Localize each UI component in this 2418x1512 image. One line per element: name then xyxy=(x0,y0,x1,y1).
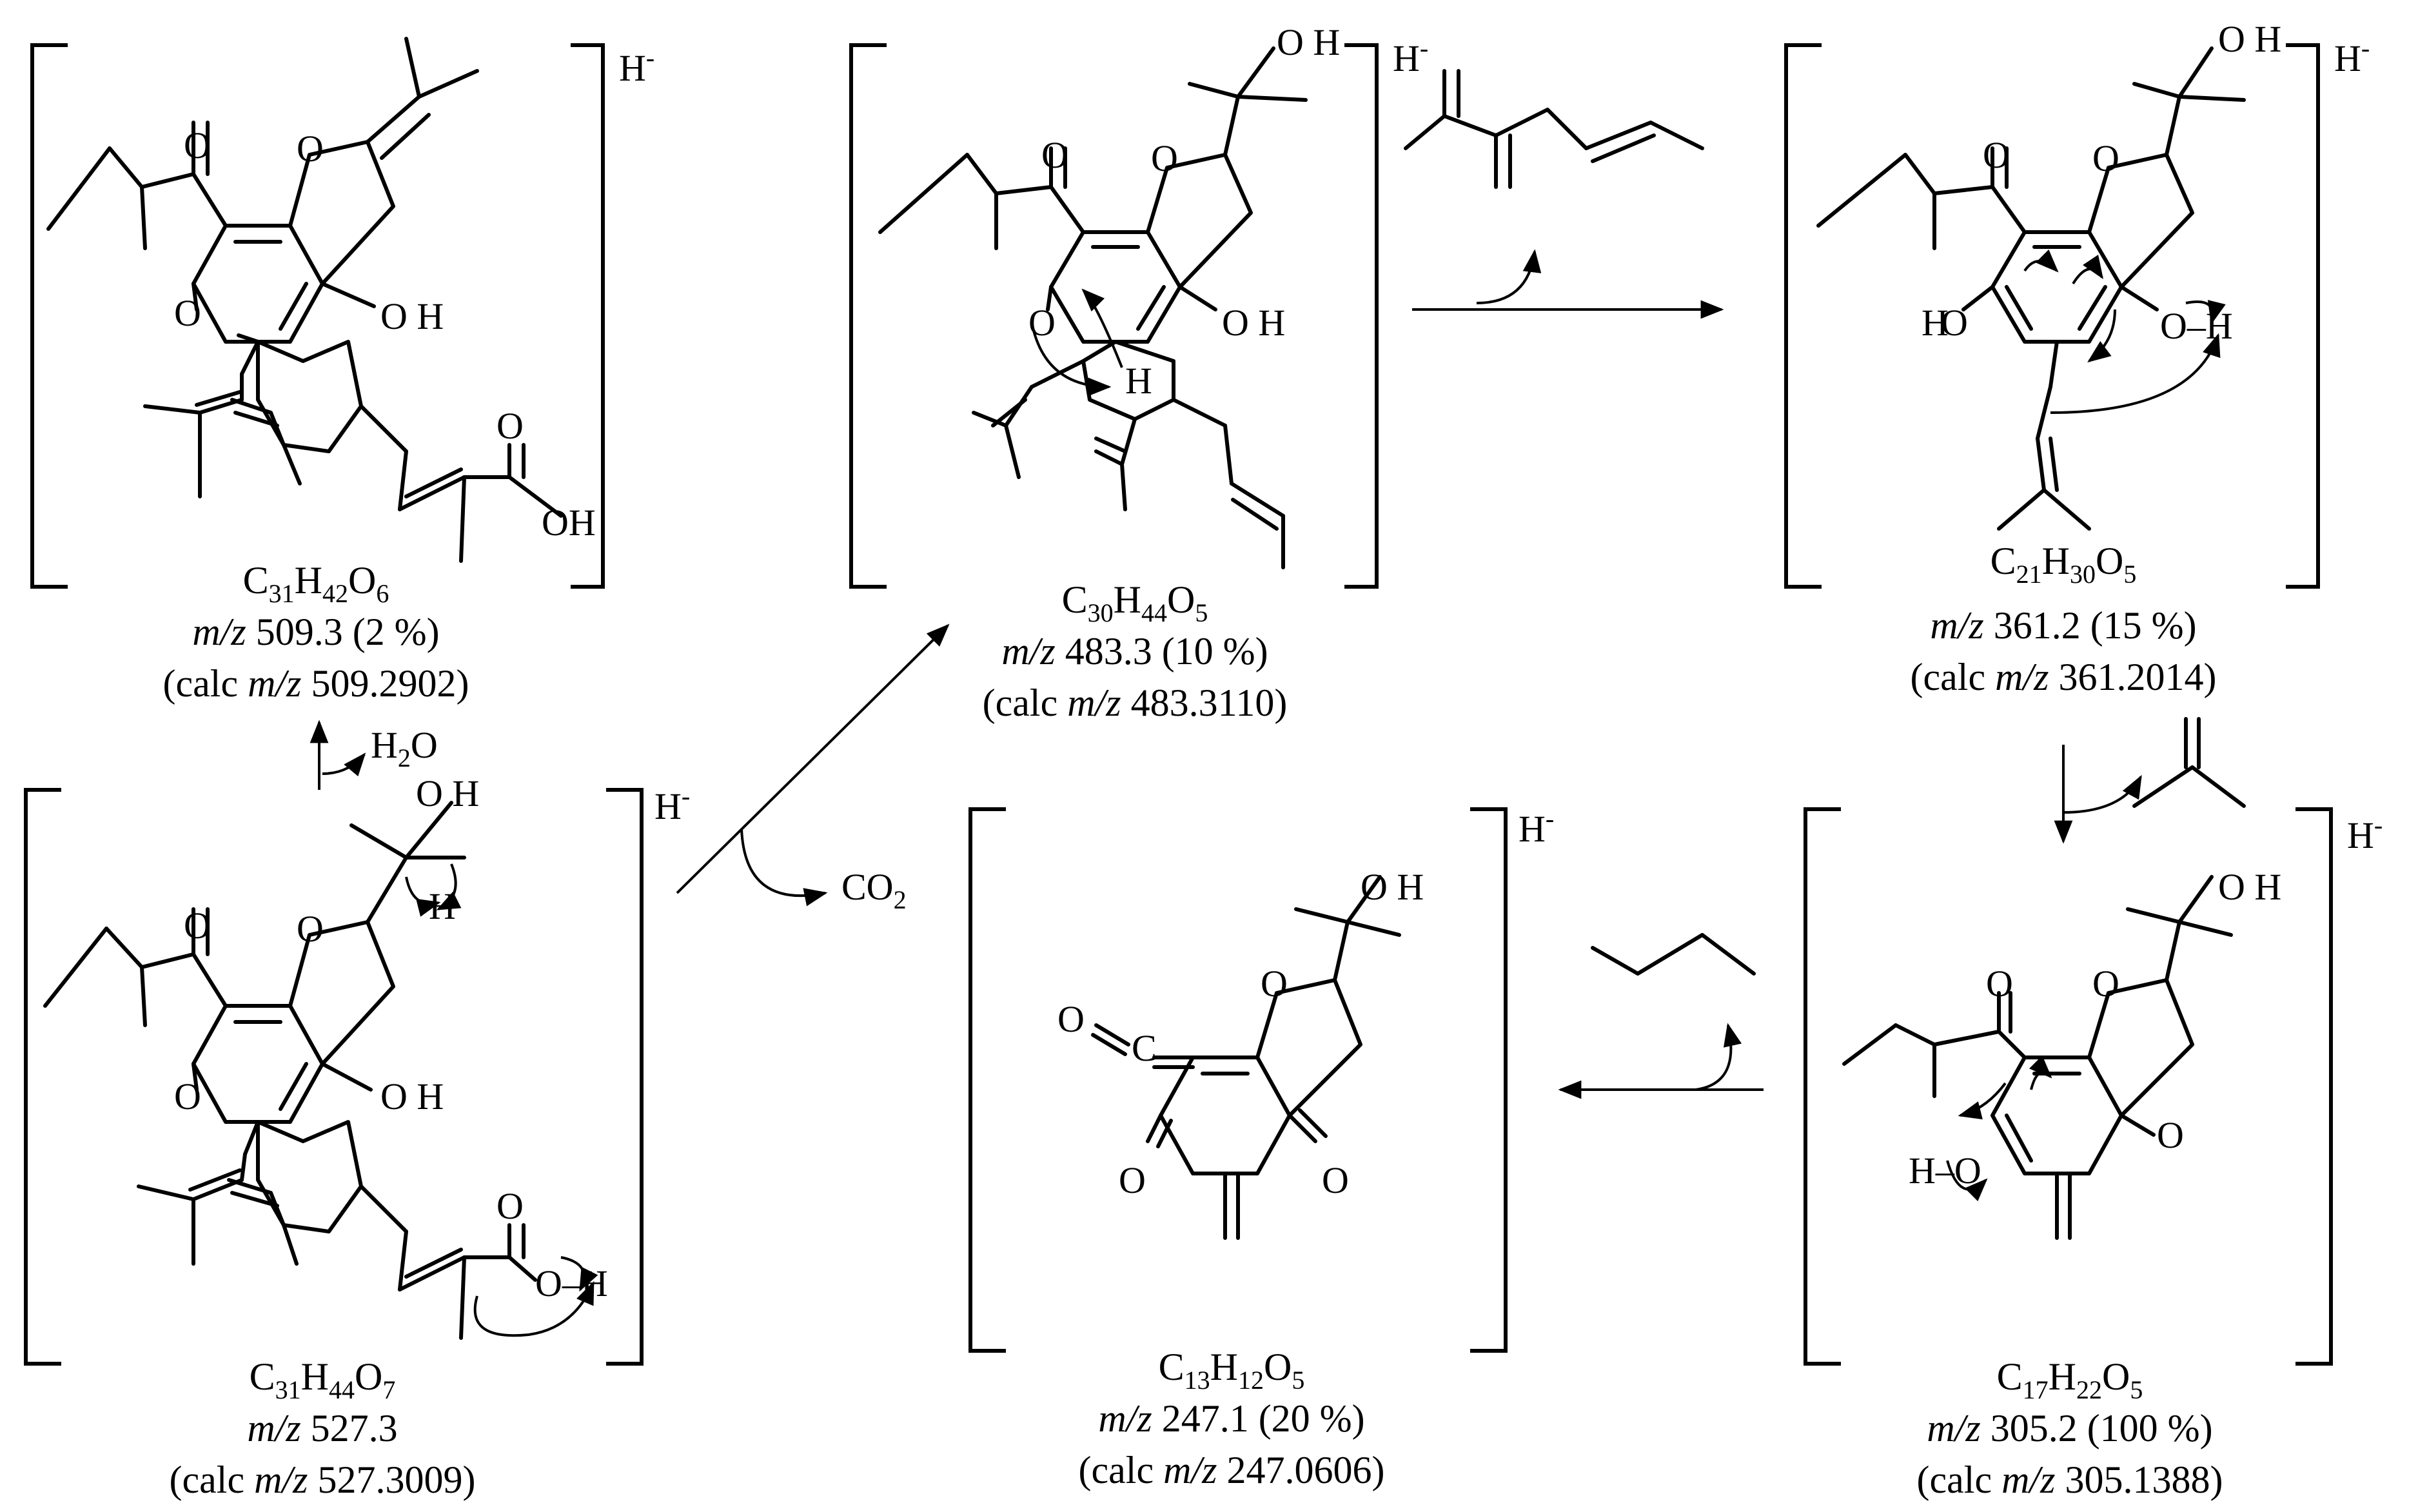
mz-observed: m/z 361.2 (15 %) xyxy=(1930,604,2196,647)
caption-c527: C31H44O7 m/z 527.3 (calc m/z 527.3009) xyxy=(170,1355,476,1501)
structure-c31h44o7: O O O O H O O–H O H H xyxy=(43,772,608,1340)
charge-labels: H- H- H- H- H- H- xyxy=(619,34,2383,856)
atom-o: O xyxy=(297,908,324,950)
atom-o: O xyxy=(1986,963,2013,1005)
atom-o: O xyxy=(1261,963,1288,1005)
atom-o: O xyxy=(174,292,201,334)
atom-o: O xyxy=(1057,998,1085,1040)
mz-observed: m/z 247.1 (20 %) xyxy=(1098,1397,1364,1440)
charge-h-minus: H- xyxy=(2334,34,2370,79)
formula: C30H44O5 xyxy=(1062,578,1208,627)
atom-oh: O H xyxy=(1361,866,1424,908)
charge-h-minus: H- xyxy=(2347,810,2383,856)
formula: C13H12O5 xyxy=(1159,1346,1305,1395)
atom-o: O xyxy=(1322,1159,1349,1201)
formula: C31H42O6 xyxy=(243,559,389,608)
charge-h-minus: H- xyxy=(1393,34,1428,79)
atom-o: O xyxy=(184,905,211,947)
structure-c30h44o5: O O O O H O H H xyxy=(878,21,1340,569)
mz-calculated: (calc m/z 509.2902) xyxy=(163,662,469,705)
atom-h: H xyxy=(429,885,456,927)
atom-o: O xyxy=(1028,302,1056,344)
mz-observed: m/z 483.3 (10 %) xyxy=(1001,630,1268,673)
mz-calculated: (calc m/z 527.3009) xyxy=(170,1458,476,1501)
structure-c31h42o6: O O O O H O OH xyxy=(46,37,596,563)
atom-oh: O H xyxy=(380,1075,444,1117)
atom-c: C xyxy=(1132,1027,1157,1069)
charge-h-minus: H- xyxy=(619,43,654,89)
atom-o: O xyxy=(184,124,211,166)
atom-oh: OH xyxy=(542,502,596,544)
structure-c21h30o5: O O H O O–H O H xyxy=(1816,18,2281,531)
atom-o: O xyxy=(2092,963,2119,1005)
caption-c361: C21H30O5 m/z 361.2 (15 %) (calc m/z 361.… xyxy=(1911,540,2217,698)
loss-labels: H2O CO2 xyxy=(371,724,907,914)
caption-c509: C31H42O6 m/z 509.3 (2 %) (calc m/z 509.2… xyxy=(163,559,469,705)
atom-o: O xyxy=(1941,302,1968,344)
atom-oh: H–O xyxy=(1909,1150,1981,1192)
atom-oh: O–H xyxy=(2160,305,2233,347)
atom-oh: O–H xyxy=(535,1262,608,1304)
caption-c305: C17H22O5 m/z 305.2 (100 %) (calc m/z 305… xyxy=(1917,1355,2223,1501)
atom-o: O xyxy=(1983,134,2010,176)
atom-oh: O H xyxy=(2218,866,2281,908)
mz-calculated: (calc m/z 361.2014) xyxy=(1911,656,2217,698)
brackets xyxy=(24,43,2333,1366)
formula: C21H30O5 xyxy=(1990,540,2137,589)
atom-oh: O H xyxy=(416,772,479,814)
neutral-losses xyxy=(1404,69,2246,976)
caption-c483: C30H44O5 m/z 483.3 (10 %) (calc m/z 483.… xyxy=(983,578,1288,724)
co2-loss-label: CO2 xyxy=(841,866,907,914)
atom-o: O xyxy=(174,1075,201,1117)
mz-calculated: (calc m/z 305.1388) xyxy=(1917,1458,2223,1501)
mz-observed: m/z 527.3 xyxy=(247,1407,397,1449)
atom-oh: O H xyxy=(1277,21,1340,63)
atom-o: O xyxy=(496,1185,524,1227)
structure-c13h12o5: O O C O O O H xyxy=(1057,866,1424,1240)
atom-oh: O H xyxy=(1222,302,1285,344)
charge-h-minus: H- xyxy=(1519,804,1554,850)
atom-o: O xyxy=(2157,1114,2184,1156)
atom-o: O xyxy=(297,128,324,170)
atom-o: O xyxy=(2092,137,2119,179)
atom-o: O xyxy=(1151,137,1178,179)
atom-oh: O H xyxy=(2218,18,2281,60)
atom-o: O xyxy=(1119,1159,1146,1201)
atom-o: O xyxy=(496,405,524,447)
atom-oh: H xyxy=(1922,302,1949,344)
mz-observed: m/z 305.2 (100 %) xyxy=(1927,1407,2212,1449)
water-loss-label: H2O xyxy=(371,724,438,772)
atom-o: O xyxy=(1041,134,1068,176)
mz-observed: m/z 509.3 (2 %) xyxy=(192,611,439,653)
reaction-arrows xyxy=(310,249,2142,1099)
mz-calculated: (calc m/z 247.0606) xyxy=(1079,1449,1385,1491)
structure-c17h22o5: O O H–O O O H xyxy=(1842,866,2281,1240)
formula: C31H44O7 xyxy=(250,1355,396,1404)
formula: C17H22O5 xyxy=(1997,1355,2143,1404)
charge-h-minus: H- xyxy=(654,781,690,827)
atom-h: H xyxy=(1125,360,1152,402)
atom-oh: O H xyxy=(380,295,444,337)
caption-c247: C13H12O5 m/z 247.1 (20 %) (calc m/z 247.… xyxy=(1079,1346,1385,1491)
mz-calculated: (calc m/z 483.3110) xyxy=(983,682,1288,724)
